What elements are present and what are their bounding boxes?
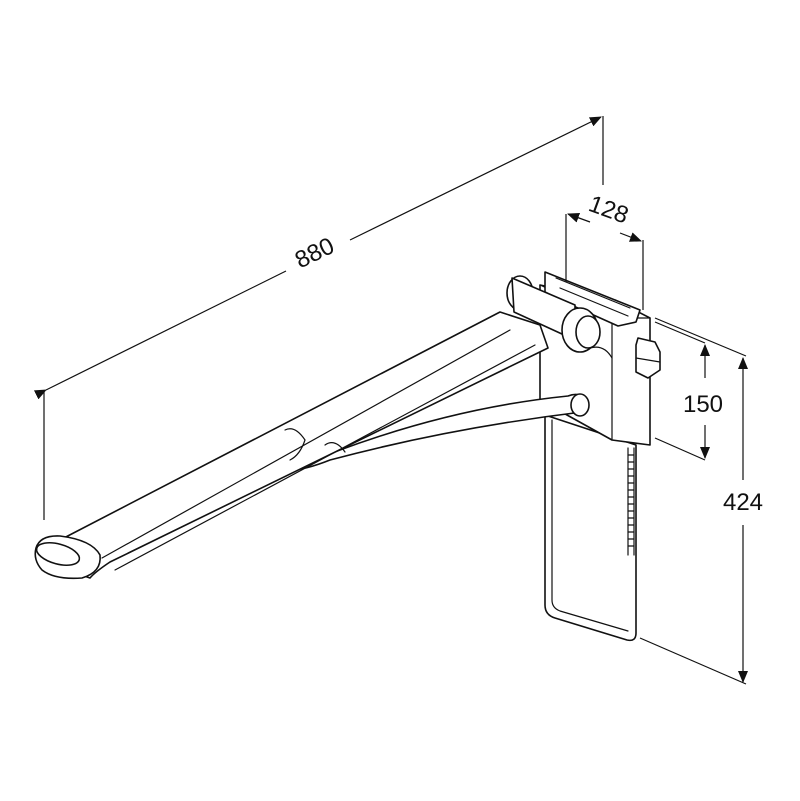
- wall-plate-width-label: 128: [585, 190, 632, 229]
- dimension-upper-height: 150: [654, 321, 723, 461]
- height-scale: [627, 447, 635, 556]
- upper-height-label: 150: [683, 391, 723, 418]
- dimension-total-height: 424: [639, 317, 763, 685]
- length-label: 880: [291, 232, 339, 274]
- support-strut: [289, 393, 590, 471]
- folding-arm: [34, 311, 549, 580]
- pivot-hinge: [506, 275, 613, 359]
- total-height-label: 424: [723, 489, 763, 516]
